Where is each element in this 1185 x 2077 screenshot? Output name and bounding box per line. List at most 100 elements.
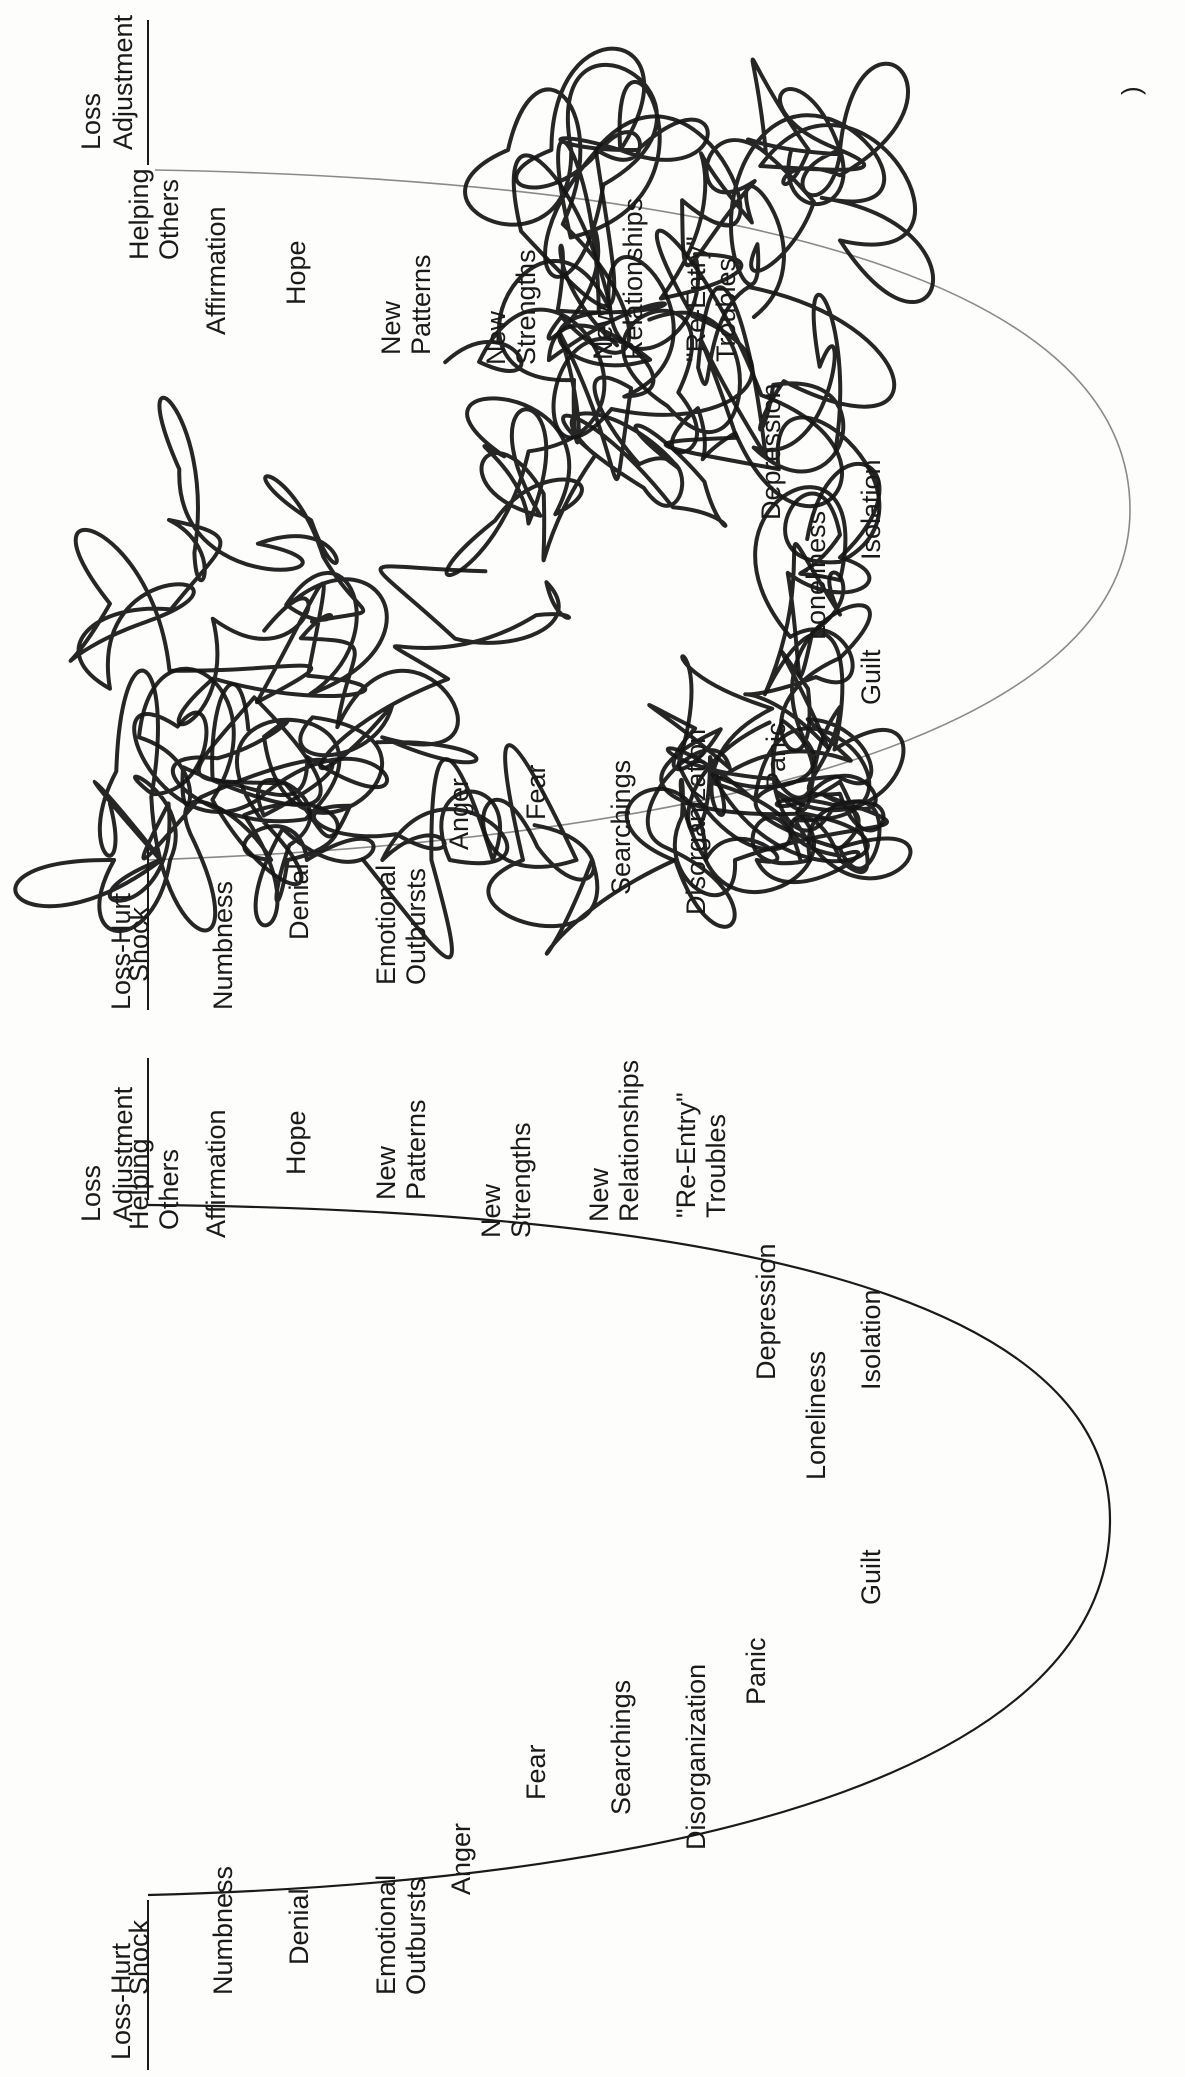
bottom-stage-isolation: Isolation bbox=[856, 1289, 886, 1390]
top-stage-new-patterns: NewPatterns bbox=[376, 254, 436, 355]
top-stage-searchings: Searchings bbox=[606, 760, 636, 895]
top-stage-denial-line-1: Denial bbox=[284, 863, 314, 940]
top-scribble-overlay bbox=[13, 46, 935, 960]
bottom-stage-emotional-outbursts-line-1: Emotional bbox=[371, 1875, 401, 1995]
top-stage-denial: Denial bbox=[284, 863, 314, 940]
top-stage-shock-line-1: Shock bbox=[124, 906, 154, 982]
top-stage-re-entry-troubles-line-1: "Re-Entry" bbox=[681, 236, 711, 362]
bottom-stage-new-relationships-line-1: New bbox=[584, 1167, 614, 1222]
top-stage-guilt-line-1: Guilt bbox=[856, 649, 886, 705]
top-stage-searchings-line-1: Searchings bbox=[606, 760, 636, 895]
bottom-stage-anger: Anger bbox=[446, 1823, 476, 1895]
bottom-stage-guilt: Guilt bbox=[856, 1549, 886, 1605]
bottom-stage-loneliness-line-1: Loneliness bbox=[801, 1351, 831, 1480]
top-stage-anger-line-1: Anger bbox=[444, 778, 474, 850]
bottom-stage-loneliness: Loneliness bbox=[801, 1351, 831, 1480]
bottom-end-label-line-1: Loss bbox=[76, 1165, 106, 1222]
top-stage-re-entry-troubles: "Re-Entry"Troubles bbox=[681, 236, 741, 362]
bottom-diagram: Loss-Hurt Loss Adjustment Shock Numbness D… bbox=[76, 1058, 1112, 2070]
top-stage-depression: Depression bbox=[756, 383, 786, 520]
top-stage-panic-line-1: Panic bbox=[761, 722, 791, 790]
top-stage-hope-line-1: Hope bbox=[281, 240, 311, 305]
top-stage-new-strengths-line-1: New bbox=[481, 310, 511, 365]
bottom-start-label: Loss-Hurt bbox=[106, 1942, 136, 2060]
bottom-stage-helping-others-line-2: Others bbox=[154, 1149, 184, 1230]
bottom-stage-shock-line-1: Shock bbox=[124, 1919, 154, 1995]
bottom-stage-anger-line-1: Anger bbox=[446, 1823, 476, 1895]
bottom-stage-new-strengths: NewStrengths bbox=[476, 1122, 536, 1238]
bottom-stage-panic: Panic bbox=[741, 1637, 771, 1705]
bottom-stage-new-patterns-line-2: Patterns bbox=[401, 1099, 431, 1200]
bottom-stage-denial-line-1: Denial bbox=[284, 1888, 314, 1965]
top-diagram: Loss-Hurt Loss Adjustment Shock Numbness D… bbox=[13, 14, 1146, 1010]
top-stage-new-relationships: NewRelationships bbox=[588, 198, 648, 360]
bottom-stage-disorganization-line-1: Disorganization bbox=[681, 1664, 711, 1850]
top-stage-depression-line-1: Depression bbox=[756, 383, 786, 520]
bottom-stage-depression: Depression bbox=[751, 1243, 781, 1380]
top-stage-new-patterns-line-1: New bbox=[376, 300, 406, 355]
top-u-curve bbox=[147, 169, 1131, 861]
top-stage-helping-others-line-1: Helping bbox=[124, 168, 154, 260]
bottom-stage-emotional-outbursts-line-2: Outbursts bbox=[401, 1878, 431, 1995]
top-stage-panic: Panic bbox=[761, 722, 791, 790]
top-stage-disorganization: Disorganization bbox=[681, 729, 711, 915]
bottom-stage-helping-others: HelpingOthers bbox=[124, 1138, 184, 1230]
bottom-stage-labels: Shock Numbness Denial EmotionalOutbursts Ang… bbox=[124, 1060, 886, 1995]
top-stage-hope: Hope bbox=[281, 240, 311, 305]
bottom-stage-shock: Shock bbox=[124, 1919, 154, 1995]
scribble-strand-4 bbox=[665, 461, 913, 881]
top-stage-anger: Anger bbox=[444, 778, 474, 850]
top-end-label-line-2: Adjustment bbox=[108, 14, 138, 150]
bottom-stage-affirmation-line-1: Affirmation bbox=[201, 1109, 231, 1238]
scribble-strand-9 bbox=[137, 564, 571, 960]
bottom-stage-fear-line-1: Fear bbox=[521, 1744, 551, 1800]
bottom-stage-new-patterns-line-1: New bbox=[371, 1145, 401, 1200]
top-stage-isolation: Isolation bbox=[856, 459, 886, 560]
bottom-stage-affirmation: Affirmation bbox=[201, 1109, 231, 1238]
bottom-stage-new-relationships: NewRelationships bbox=[584, 1060, 644, 1222]
top-end-label-line-1: Loss bbox=[76, 93, 106, 150]
bottom-stage-new-strengths-line-2: Strengths bbox=[506, 1122, 536, 1238]
top-stage-new-patterns-line-2: Patterns bbox=[406, 254, 436, 355]
top-stage-fear: Fear bbox=[521, 764, 551, 820]
bottom-stage-numbness: Numbness bbox=[208, 1866, 238, 1995]
bottom-stage-searchings: Searchings bbox=[606, 1680, 636, 1815]
bottom-stage-hope: Hope bbox=[281, 1110, 311, 1175]
top-stage-emotional-outbursts: EmotionalOutbursts bbox=[371, 865, 431, 985]
top-stage-new-relationships-line-2: Relationships bbox=[618, 198, 648, 360]
bottom-stage-re-entry-troubles: "Re-Entry"Troubles bbox=[671, 1092, 731, 1218]
top-stage-isolation-line-1: Isolation bbox=[856, 459, 886, 560]
stray-mark: ) bbox=[1116, 86, 1146, 95]
top-stage-numbness-line-1: Numbness bbox=[208, 881, 238, 1010]
top-stage-numbness: Numbness bbox=[208, 881, 238, 1010]
bottom-stage-depression-line-1: Depression bbox=[751, 1243, 781, 1380]
top-stage-new-relationships-line-1: New bbox=[588, 305, 618, 360]
top-stage-shock: Shock bbox=[124, 906, 154, 982]
top-stage-labels: Shock Numbness Denial EmotionalOutbursts Ang… bbox=[124, 168, 886, 1010]
top-stage-emotional-outbursts-line-2: Outbursts bbox=[401, 868, 431, 985]
top-stage-affirmation: Affirmation bbox=[201, 206, 231, 335]
top-stage-affirmation-line-1: Affirmation bbox=[201, 206, 231, 335]
top-stage-fear-line-1: Fear bbox=[521, 764, 551, 820]
bottom-u-curve bbox=[147, 1203, 1112, 1897]
bottom-stage-searchings-line-1: Searchings bbox=[606, 1680, 636, 1815]
bottom-stage-guilt-line-1: Guilt bbox=[856, 1549, 886, 1605]
top-start-label: Loss-Hurt bbox=[106, 892, 136, 1010]
top-stage-loneliness: Loneliness bbox=[801, 511, 831, 640]
scribble-strand-5 bbox=[443, 243, 728, 577]
top-stage-helping-others-line-2: Others bbox=[154, 179, 184, 260]
bottom-stage-new-patterns: NewPatterns bbox=[371, 1099, 431, 1200]
top-stage-emotional-outbursts-line-1: Emotional bbox=[371, 865, 401, 985]
bottom-stage-disorganization: Disorganization bbox=[681, 1664, 711, 1850]
top-stage-new-strengths: NewStrengths bbox=[481, 249, 541, 365]
scribble-strand-8 bbox=[68, 395, 479, 765]
bottom-stage-re-entry-troubles-line-1: "Re-Entry" bbox=[671, 1092, 701, 1218]
top-stage-disorganization-line-1: Disorganization bbox=[681, 729, 711, 915]
top-end-label: Loss Adjustment bbox=[76, 14, 138, 150]
top-stage-helping-others: HelpingOthers bbox=[124, 168, 184, 260]
bottom-end-label-line-2: Adjustment bbox=[108, 1086, 138, 1222]
bottom-stage-hope-line-1: Hope bbox=[281, 1110, 311, 1175]
top-stage-re-entry-troubles-line-2: Troubles bbox=[711, 258, 741, 362]
